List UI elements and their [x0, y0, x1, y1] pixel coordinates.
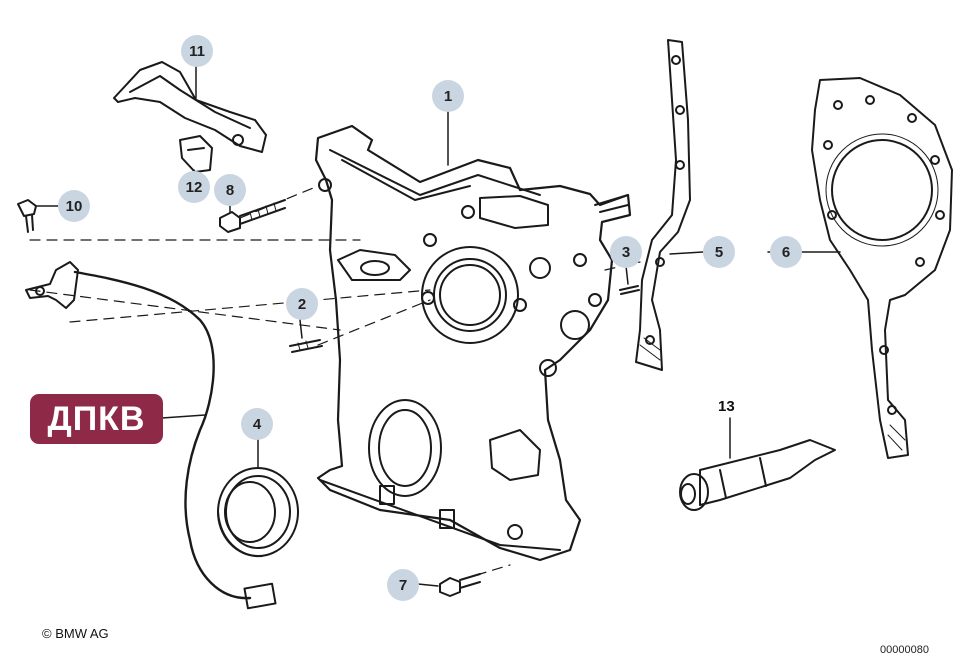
callout-8: 8: [214, 174, 246, 206]
gasket-large-6: [811, 77, 953, 459]
dowel-2: [289, 339, 323, 353]
bolt-7: [439, 573, 481, 597]
callout-13: 13: [718, 398, 735, 415]
leader-lines: [35, 65, 841, 587]
shaft-seal-4: [217, 467, 299, 558]
callout-1: 1: [432, 80, 464, 112]
sealant-tube-13: [679, 439, 836, 511]
callout-11: 11: [181, 35, 213, 67]
crankshaft-sensor: [25, 261, 277, 610]
callout-6: 6: [770, 236, 802, 268]
callout-4: 4: [241, 408, 273, 440]
gasket-strip-5: [635, 39, 691, 371]
screw-10: [17, 199, 37, 233]
bolt-8: [219, 199, 286, 233]
callout-12: 12: [178, 171, 210, 203]
callout-7: 7: [387, 569, 419, 601]
callout-10: 10: [58, 190, 90, 222]
copyright-text: © BMW AG: [42, 626, 109, 641]
callout-5: 5: [703, 236, 735, 268]
sensor-label: ДПКВ: [30, 394, 163, 444]
alignment-lines: [29, 185, 641, 581]
callout-2: 2: [286, 288, 318, 320]
dowel-3: [619, 285, 640, 295]
timing-case-cover: [314, 124, 632, 562]
callout-3: 3: [610, 236, 642, 268]
guide-rail-11: [113, 61, 267, 153]
clip-12: [179, 135, 213, 173]
drawing-number: 00000080: [880, 644, 929, 656]
